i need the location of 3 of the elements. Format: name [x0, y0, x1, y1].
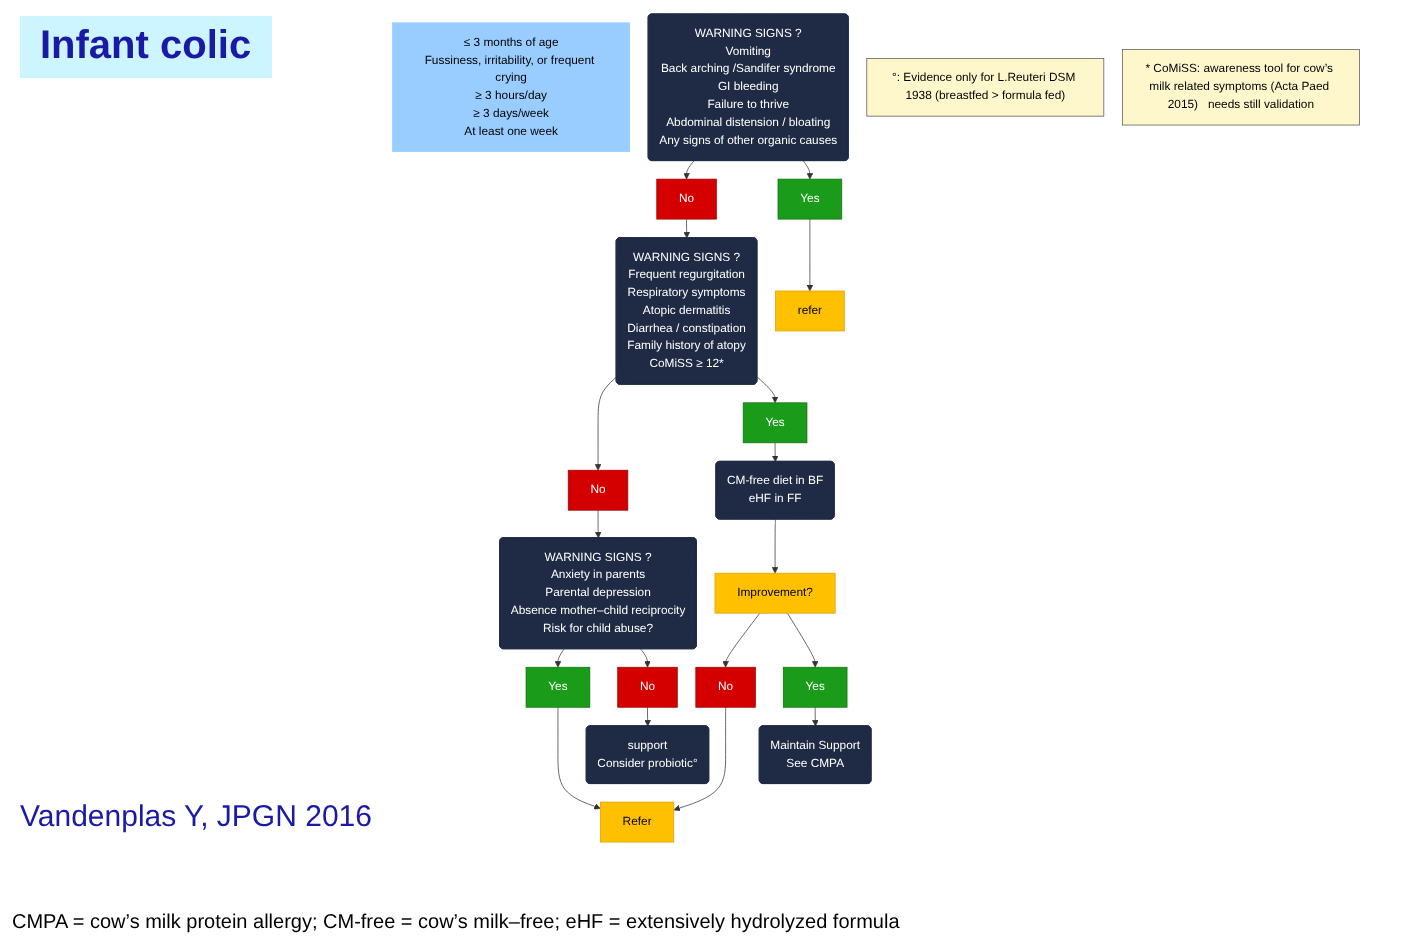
- abbreviation-note: CMPA = cow’s milk protein allergy; CM-free = cow’s milk–free; eHF = extensively hydrolyzed formula: [12, 912, 900, 934]
- title-banner: Infant colic: [20, 16, 272, 78]
- citation: Vandenplas Y, JPGN 2016: [20, 800, 372, 834]
